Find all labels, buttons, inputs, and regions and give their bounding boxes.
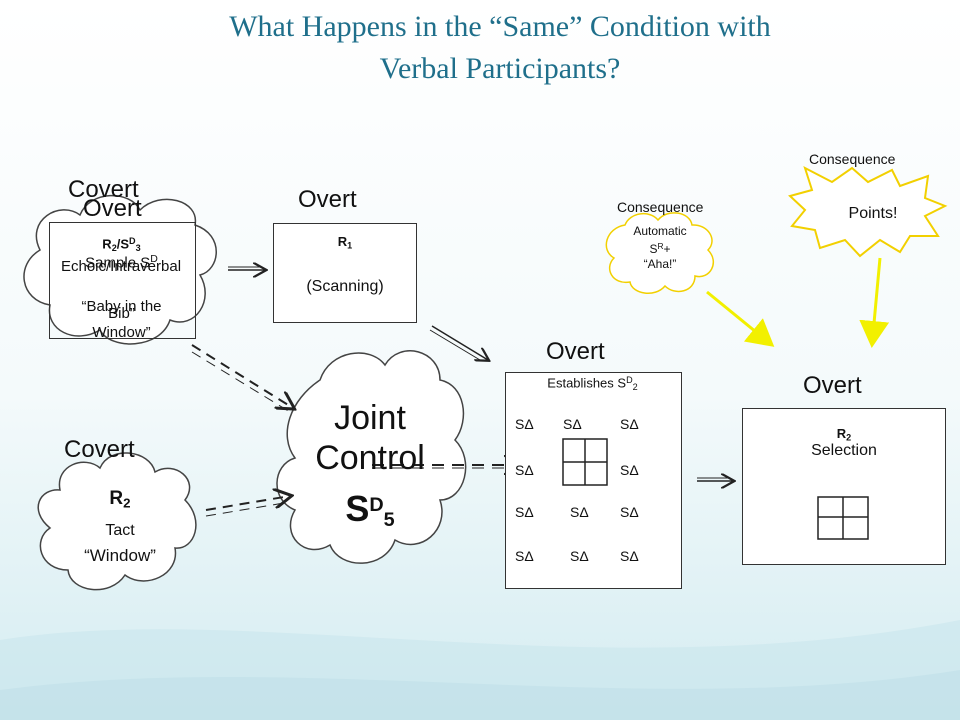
joint-control-text: Joint Control (315, 399, 425, 477)
sdelta-r1c2: SΔ (563, 416, 582, 432)
automatic-cloud-shape (605, 212, 714, 294)
tact-label: Tact (105, 522, 135, 539)
selected-picture-icon (817, 496, 869, 540)
points-text: Points! (848, 205, 898, 222)
title-line-2: Verbal Participants? (379, 52, 621, 85)
selection-r2: R2 (836, 426, 852, 443)
sample-r2-sd3: R2/SD3 (102, 236, 141, 253)
title-line-1: What Happens in the “Same” Condition wit… (229, 10, 771, 43)
sdelta-r3c2: SΔ (570, 504, 589, 520)
label-overt-middle: Overt (546, 338, 605, 365)
label-consequence-right: Consequence (809, 151, 896, 167)
establishes-sd2: Establishes SD2 (547, 375, 638, 392)
sample-overlap-sd: Sample SD (85, 253, 158, 272)
sdelta-r1c1: SΔ (515, 416, 534, 432)
points-burst-shape (788, 165, 948, 258)
automatic-reinforcement-text: Automatic SR+ “Aha!” (633, 224, 687, 272)
selection-text: Selection (811, 442, 877, 460)
sample-line-window: Window” (92, 324, 151, 341)
slide-title: What Happens in the “Same” Condition wit… (110, 6, 890, 90)
label-overt-right: Overt (803, 372, 862, 399)
joint-control-sd5: SD5 (345, 488, 395, 531)
sdelta-r2c3: SΔ (620, 462, 639, 478)
sdelta-r4c3: SΔ (620, 548, 639, 564)
sdelta-r4c1: SΔ (515, 548, 534, 564)
label-covert-top: Covert (68, 176, 139, 203)
r1-label: R1 (337, 234, 353, 251)
sample-overlap-echoic: Echoic/Intraverbal (60, 258, 182, 275)
r1-box: R1 (Scanning) (273, 223, 417, 323)
sdelta-r3c3: SΔ (620, 504, 639, 520)
tact-cloud-shape (37, 452, 197, 591)
label-overt-top-left: Overt (83, 195, 142, 222)
label-consequence-left: Consequence (617, 199, 704, 215)
label-overt-r1: Overt (298, 186, 357, 213)
sample-line-baby: “Baby in the (81, 298, 162, 315)
sample-box (49, 222, 196, 339)
tact-r2: R2 (109, 488, 131, 511)
sdelta-r2c1: SΔ (515, 462, 534, 478)
r1-scanning: (Scanning) (306, 278, 384, 296)
sdelta-r4c2: SΔ (570, 548, 589, 564)
sample-line-bib: Bib” (108, 305, 135, 322)
joint-control-cloud-shape (276, 350, 467, 564)
sample-picture-icon (562, 438, 608, 486)
sdelta-r3c1: SΔ (515, 504, 534, 520)
tact-window: “Window” (84, 546, 156, 565)
sdelta-r1c3: SΔ (620, 416, 639, 432)
sample-cloud-shape (23, 194, 217, 345)
label-covert-bottom: Covert (64, 436, 135, 463)
